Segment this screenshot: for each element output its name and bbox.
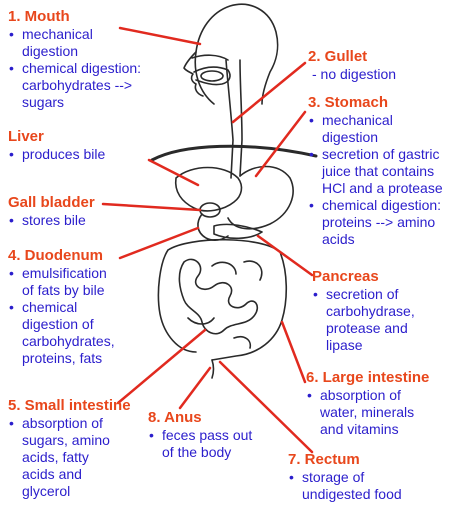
stomach-point-2: secretion of gastric	[308, 146, 443, 163]
label-liver: Liver produces bile	[8, 128, 105, 163]
diaphragm	[150, 144, 318, 162]
small-intestine-point-1-cont-3: acids and	[22, 466, 82, 482]
nasal-cavity	[191, 54, 229, 61]
small-intestine-point-1-cont-4: glycerol	[22, 483, 71, 499]
duodenum-point-2-cont-1: digestion of	[22, 316, 94, 332]
label-small-intestine: 5. Small intestine absorption of sugars,…	[8, 397, 131, 500]
label-mouth-title: 1. Mouth	[8, 8, 70, 25]
body-outline	[150, 3, 318, 379]
stomach-point-3-cont-2: acids	[322, 231, 355, 247]
duodenum-point-2: chemical	[8, 299, 115, 316]
leader-anus	[178, 366, 212, 410]
pancreas-point-1-cont-1: carbohydrase,	[326, 303, 415, 319]
label-small-intestine-title: 5. Small intestine	[8, 397, 131, 414]
mouth-cavity	[193, 66, 231, 86]
mouth-point-1: mechanical	[8, 26, 141, 43]
duodenum-point-2-cont-3: proteins, fats	[22, 350, 103, 366]
leader-gall-bladder	[101, 202, 202, 212]
small-intestine-point-1-cont-2: acids, fatty	[22, 449, 89, 465]
stomach-point-1-cont: digestion	[322, 129, 379, 145]
label-large-intestine-title: 6. Large intestine	[306, 369, 430, 386]
large-intestine-point-1-cont-2: and vitamins	[320, 421, 399, 437]
pancreas-point-1: secretion of	[312, 286, 415, 303]
large-intestine-point-1-cont-1: water, minerals	[320, 404, 415, 420]
large-intestine-point-1: absorption of	[306, 387, 429, 404]
head-outline	[194, 3, 279, 105]
leader-duodenum	[118, 226, 200, 260]
small-intestine-outline	[178, 258, 259, 335]
label-rectum-title: 7. Rectum	[288, 451, 360, 468]
leader-stomach	[254, 110, 307, 178]
mouth-point-2-cont-1: carbohydrates -->	[22, 77, 133, 93]
leader-liver	[147, 158, 200, 187]
rectum-point-1-cont: undigested food	[302, 486, 402, 502]
stomach-point-2-cont-1: juice that contains	[322, 163, 435, 179]
duodenum-point-2-cont-2: carbohydrates,	[22, 333, 115, 349]
large-intestine-outline	[157, 238, 288, 361]
label-liver-title: Liver	[8, 128, 44, 145]
small-intestine-point-1: absorption of	[8, 415, 131, 432]
anus-point-1-cont: of the body	[162, 444, 232, 460]
label-gullet-title: 2. Gullet	[308, 48, 368, 65]
stomach-outline	[227, 165, 294, 230]
label-anus: 8. Anus feces pass out of the body	[148, 409, 252, 461]
oesophagus	[225, 59, 243, 179]
stomach-point-1: mechanical	[308, 112, 443, 129]
duodenum-point-1: emulsification	[8, 265, 115, 282]
stomach-point-3-cont-1: proteins --> amino	[322, 214, 436, 230]
stomach-point-3: chemical digestion:	[308, 197, 443, 214]
pancreas-point-1-cont-3: lipase	[326, 337, 363, 353]
rectum-point-1: storage of	[288, 469, 402, 486]
leader-large-intestine	[280, 320, 307, 384]
leader-pancreas	[256, 234, 314, 277]
label-gall-bladder-title: Gall bladder	[8, 194, 95, 211]
mouth-point-2: chemical digestion:	[8, 60, 141, 77]
label-duodenum: 4. Duodenum emulsification of fats by bi…	[8, 247, 115, 367]
stomach-point-2-cont-2: HCl and a protease	[322, 180, 443, 196]
label-rectum: 7. Rectum storage of undigested food	[288, 451, 402, 503]
small-intestine-point-1-cont-1: sugars, amino	[22, 432, 110, 448]
label-gall-bladder: Gall bladder stores bile	[8, 194, 95, 229]
label-anus-title: 8. Anus	[148, 409, 202, 426]
rectum-outline	[211, 359, 215, 379]
leader-small-intestine	[116, 328, 207, 405]
face-profile	[183, 51, 204, 97]
tongue	[200, 70, 224, 82]
anus-point-1: feces pass out	[148, 427, 252, 444]
mouth-point-2-cont-2: sugars	[22, 94, 65, 110]
label-mouth: 1. Mouth mechanical digestion chemical d…	[8, 8, 141, 111]
mouth-point-1-cont: digestion	[22, 43, 79, 59]
label-pancreas: Pancreas secretion of carbohydrase, prot…	[312, 268, 415, 354]
label-stomach: 3. Stomach mechanical digestion secretio…	[308, 94, 443, 248]
leader-rectum	[218, 360, 314, 454]
duodenum-point-1-cont: of fats by bile	[22, 282, 105, 298]
label-large-intestine: 6. Large intestine absorption of water, …	[306, 369, 429, 438]
gall-bladder-point-1: stores bile	[8, 212, 95, 229]
label-stomach-title: 3. Stomach	[308, 94, 389, 111]
label-duodenum-title: 4. Duodenum	[8, 247, 104, 264]
pancreas-outline	[213, 223, 263, 240]
liver-outline	[174, 166, 243, 212]
liver-point-1: produces bile	[8, 146, 105, 163]
small-intestine-loops	[187, 260, 263, 349]
leader-lines	[101, 26, 314, 454]
duodenum-outline	[197, 213, 229, 241]
gullet-point-1: - no digestion	[312, 66, 397, 82]
pancreas-point-1-cont-2: protease and	[326, 320, 408, 336]
label-gullet: 2. Gullet - no digestion	[308, 48, 396, 83]
leader-gullet	[231, 61, 307, 124]
label-pancreas-title: Pancreas	[312, 268, 379, 285]
